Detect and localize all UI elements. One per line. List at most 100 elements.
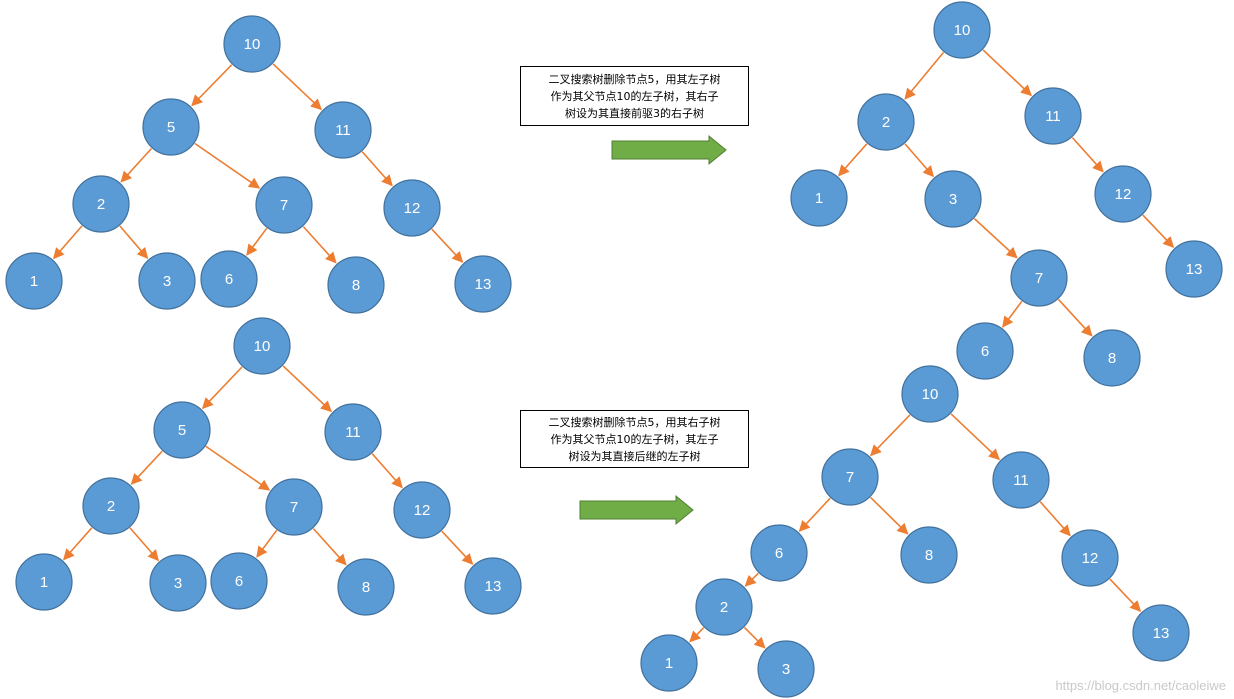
node-circle [327,256,385,314]
node-circle [454,255,512,313]
watermark: https://blog.csdn.net/caoleiwe [1055,678,1226,693]
node-result-successor-12: 12 [1061,529,1119,587]
node-label: 11 [335,122,351,139]
edge-original-bottom-11-to-12 [371,453,403,489]
node-result-predecessor-12: 12 [1094,165,1152,223]
node-result-successor-2: 2 [695,578,753,636]
node-circle [933,1,991,59]
node-circle [901,365,959,423]
node-label: 10 [254,338,271,355]
node-circle [900,526,958,584]
node-result-successor-7: 7 [821,448,879,506]
edge-original-bottom-12-to-13 [441,530,474,565]
node-circle [757,640,815,698]
node-label: 3 [174,575,182,592]
node-result-predecessor-13: 13 [1165,240,1223,298]
edge-original-bottom-10-to-11 [282,365,333,413]
node-original-top-6: 6 [200,250,258,308]
edge-original-bottom-7-to-8 [312,528,347,566]
edge-original-bottom-5-to-7 [205,445,271,491]
edge-original-bottom-10-to-5 [201,366,243,410]
node-label: 6 [981,343,989,360]
edge-result-predecessor-10-to-2 [904,51,945,100]
node-label: 6 [225,271,233,288]
explanation-note-top: 二叉搜索树删除节点5，用其左子树 作为其父节点10的左子树，其右子 树设为其直接… [520,66,749,126]
node-label: 6 [235,573,243,590]
explanation-note-bottom: 二叉搜索树删除节点5，用其右子树 作为其父节点10的左子树，其左子 树设为其直接… [520,410,749,468]
node-circle [790,169,848,227]
node-result-successor-3: 3 [757,640,815,698]
edge-result-predecessor-10-to-11 [982,49,1033,97]
node-circle [142,98,200,156]
node-label: 1 [40,574,48,591]
node-label: 11 [1013,472,1029,489]
node-original-top-13: 13 [454,255,512,313]
node-label: 11 [1045,108,1061,125]
node-label: 7 [1035,270,1043,287]
node-original-top-12: 12 [383,179,441,237]
node-circle [223,15,281,73]
node-result-successor-6: 6 [750,524,808,582]
node-result-successor-11: 11 [992,451,1050,509]
node-circle [200,250,258,308]
node-circle [1083,329,1141,387]
node-label: 8 [925,547,933,564]
node-original-top-8: 8 [327,256,385,314]
node-circle [924,170,982,228]
edge-original-top-2-to-1 [52,225,83,260]
edge-original-top-12-to-13 [431,228,464,263]
node-result-predecessor-1: 1 [790,169,848,227]
edge-original-top-5-to-7 [194,142,261,189]
node-circle [1024,87,1082,145]
node-label: 7 [280,197,288,214]
edge-original-bottom-5-to-2 [130,450,163,485]
edge-result-predecessor-7-to-8 [1057,298,1093,337]
node-original-top-7: 7 [255,176,313,234]
note-top-line-1: 二叉搜索树删除节点5，用其左子树 [548,72,721,86]
edge-result-predecessor-11-to-12 [1071,137,1104,173]
node-label: 13 [1186,261,1203,278]
node-label: 13 [475,276,492,293]
node-result-successor-10: 10 [901,365,959,423]
edge-result-predecessor-12-to-13 [1142,214,1175,249]
note-bottom-line-3: 树设为其直接后继的左子树 [568,449,701,463]
note-bottom-line-1: 二叉搜索树删除节点5，用其右子树 [548,415,721,429]
node-circle [15,553,73,611]
edge-result-successor-10-to-11 [950,413,1001,461]
node-original-top-3: 3 [138,252,196,310]
edge-original-top-7-to-6 [246,227,268,256]
transition-arrows [579,134,727,526]
node-circle [337,558,395,616]
node-circle [857,93,915,151]
node-original-top-5: 5 [142,98,200,156]
node-label: 3 [782,661,790,678]
node-circle [1132,604,1190,662]
node-circle [992,451,1050,509]
node-circle [393,481,451,539]
node-circle [695,578,753,636]
node-original-bottom-10: 10 [233,317,291,375]
node-label: 2 [97,196,105,213]
edge-result-successor-6-to-2 [744,572,759,587]
node-label: 12 [414,502,431,519]
node-original-bottom-6: 6 [210,552,268,610]
node-label: 3 [163,273,171,290]
node-label: 2 [107,498,115,515]
note-bottom-line-2: 作为其父节点10的左子树，其左子 [550,432,719,446]
node-result-successor-8: 8 [900,526,958,584]
node-label: 10 [954,22,971,39]
edge-result-successor-7-to-8 [870,496,909,535]
node-label: 1 [815,190,823,207]
node-result-predecessor-10: 10 [933,1,991,59]
node-circle [138,252,196,310]
node-label: 12 [1082,550,1099,567]
node-result-predecessor-6: 6 [956,322,1014,380]
node-label: 12 [404,200,421,217]
edge-result-predecessor-2-to-3 [904,143,935,178]
transition-arrow-bottom [579,494,694,526]
node-circle [149,554,207,612]
node-circle [233,317,291,375]
node-original-bottom-11: 11 [324,403,382,461]
